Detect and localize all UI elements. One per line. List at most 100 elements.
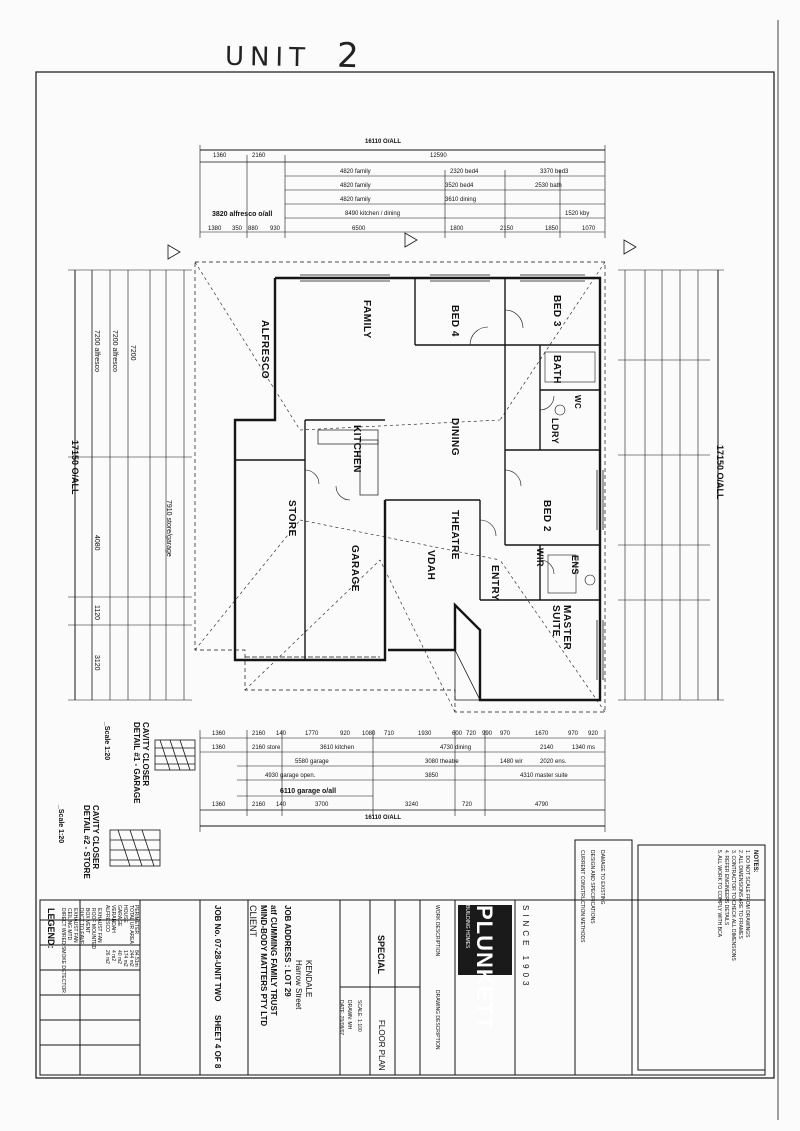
area-alfresco-value: 26 m2 [104,950,110,964]
note-2: 2. ALL DIMENSIONS ARE TO FRAMES [737,850,743,939]
top-bottom-2: 350 [232,226,243,232]
bottom-r1-15: 920 [588,731,599,737]
room-vdah: VDAH [425,550,436,581]
cavity-detail-2-scale: _Scale 1:20 [57,805,64,844]
room-ens: ENS [570,555,580,576]
cavity-detail-2-drawing [109,829,161,867]
top-dim-1: 1360 [213,153,227,159]
bottom-r1-1: 1360 [212,731,226,737]
sheet-number: SHEET 4 OF 8 [213,1015,222,1069]
area-verandah-label: VERANDAH [110,905,116,933]
bottom-r1-3: 140 [276,731,287,737]
bottom-seg-1: 1360 [212,802,226,808]
note-5: 5. ALL WORK TO COMPLY WITH BCA [716,850,722,937]
drawing-type: FLOOR PLAN [377,1020,386,1071]
room-bed3: BED 3 [551,295,562,327]
client-name: MIND-BODY MATTERS PTY LTD [259,905,268,1027]
room-kitchen: KITCHEN [351,425,362,473]
top-bottom-1: 1380 [208,226,222,232]
bottom-r1-12: 970 [500,731,511,737]
legend-title: LEGEND: [46,908,56,949]
cavity-detail-1-title: CAVITY CLOSER DETAIL #1 - GARAGE [132,722,150,804]
company-name: PLUNKETT [472,905,497,1031]
top-row-family2: 4820 family [340,183,371,189]
legend-item-7: EXHAUST FAN [96,908,102,943]
top-bottom-9: 1070 [582,226,596,232]
bottom-r1-14: 970 [568,731,579,737]
bottom-seg-4: 3700 [315,802,329,808]
bottom-r1-9: 600 [452,731,463,737]
area-perimeter-label: PERIMETER [133,905,139,935]
client-label: CLIENT [248,905,258,938]
cavity-detail-1-drawing [154,739,196,771]
company-since: SINCE 1903 [521,905,530,990]
top-row-bed3: 3370 bed3 [540,169,569,175]
bottom-r2-3: 3610 kitchen [320,745,355,751]
company-tag: BUILDING HOMES [464,905,470,949]
area-perimeter-value: 84.51m [133,950,139,967]
left-overall-dimension: 17150 O/ALL [70,440,80,495]
bottom-r1-8: 1930 [418,731,432,737]
job-number: JOB No. 07-28-UNIT TWO [213,905,222,1002]
design-line-3: CURRENT CONSTRUCTION METHODS [579,850,585,943]
left-row-3: 7200 [129,345,136,361]
top-bottom-5: 6500 [352,226,366,232]
room-theatre: THEATRE [449,510,460,560]
bottom-r3-2: 3080 theatre [425,759,459,765]
room-ldry: LDRY [550,418,560,445]
bottom-seg-7: 4790 [535,802,549,808]
room-wir: WIR [535,548,545,567]
bottom-r3-4: 2020 ens. [540,759,567,765]
bottom-r3-1: 5580 garage [295,759,329,765]
bottom-r1-4: 1770 [305,731,319,737]
job-suburb: KENDALE [304,960,313,998]
bottom-r2-1: 1360 [212,745,226,751]
left-row-2: 7200 alfresco [111,330,118,373]
bottom-r1-6: 1080 [362,731,376,737]
drawing-date: DATE: 20/08/07 [338,1000,344,1036]
left-row-6: 1120 [93,605,100,621]
bottom-seg-2: 2160 [252,802,266,808]
bottom-r1-13: 1670 [535,731,549,737]
area-verandah-value: 4 m2 [110,950,116,962]
top-row-dining: 3610 dining [445,197,477,203]
bottom-overall-dimension: 16110 O/ALL [365,815,402,821]
bottom-seg-5: 3240 [405,802,419,808]
top-row-bed4-2: 3520 bed4 [445,183,474,189]
bottom-r1-11: 990 [482,731,493,737]
design-line-1: DAMAGE TO EXISTING [599,850,605,905]
drawing-description-label: DRAWING DESCRIPTION [434,990,440,1050]
internal-walls [235,278,600,660]
bottom-r2-5: 2140 [540,745,554,751]
plunkett-logo [458,905,512,975]
right-overall-dimension: 17150 O/ALL [715,445,725,500]
top-row-kby: 1520 kby [565,211,590,217]
top-bottom-4: 930 [270,226,281,232]
room-garage: GARAGE [349,545,360,592]
top-overall-dimension: 16110 O/ALL [365,139,402,145]
top-bottom-3: 880 [248,226,259,232]
room-wc: WC [573,395,582,410]
room-dining: DINING [449,418,460,456]
room-family: FAMILY [361,300,372,339]
bottom-r2-4: 4730 dining [440,745,472,751]
notes-title: NOTES: [752,850,758,873]
bottom-seg-6: 720 [462,802,473,808]
bottom-r3-3: 1480 wir [500,759,523,765]
area-alfresco-label: ALFRESCO [104,905,110,932]
sheet-border [35,71,775,1079]
note-3: 3. CONTRACTOR TO CHECK ALL DIMENSIONS [730,850,736,961]
room-bed4: BED 4 [449,305,460,337]
room-master-suite: MASTER SUITE [550,605,572,651]
left-row-1: 7200 alfresco [93,330,100,373]
top-bottom-7: 2150 [500,226,514,232]
room-alfresco: ALFRESCO [259,320,270,379]
bottom-r4-3: 4310 master suite [520,773,568,779]
area-garage-label: GARAGE [116,905,122,927]
bottom-r1-7: 710 [384,731,395,737]
top-row-bath: 2530 bath [535,183,562,189]
left-row-7: 3120 [93,655,100,671]
room-bath: BATH [551,355,562,385]
left-row-5: 4080 [93,535,100,551]
